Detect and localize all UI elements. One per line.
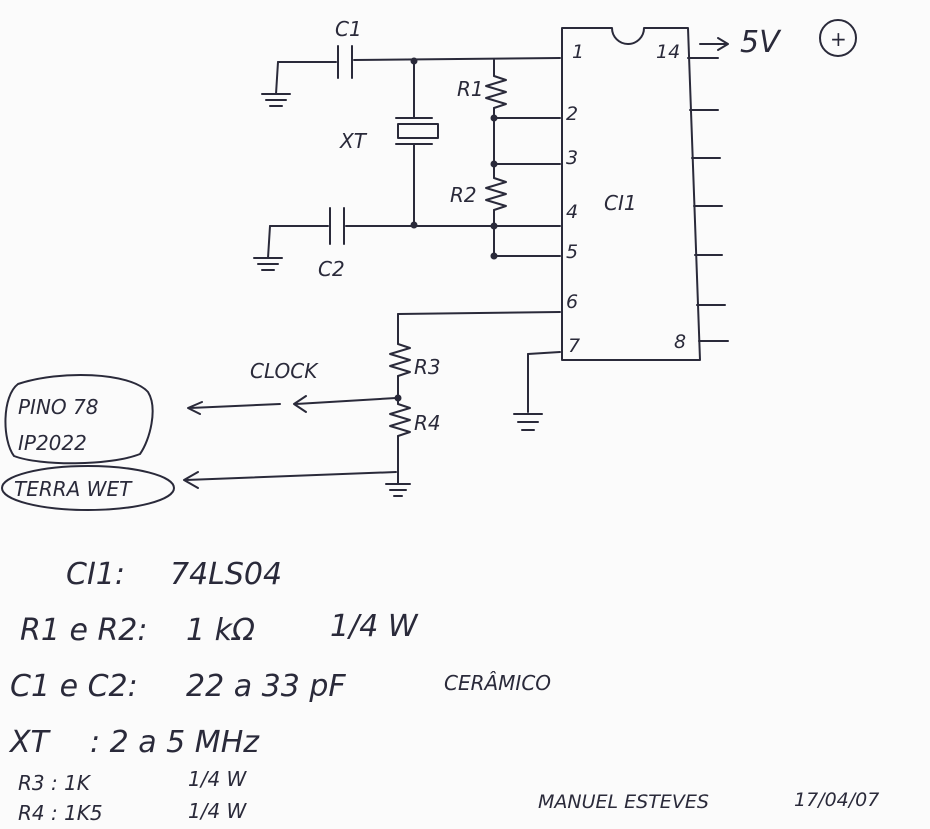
parts-c1c2-note: CERÂMICO	[444, 671, 551, 695]
terra-label: TERRA WET	[14, 477, 133, 501]
parts-r1r2-label: R1 e R2:	[20, 613, 148, 648]
r2-label: R2	[450, 183, 477, 207]
clock-arrow	[187, 401, 281, 415]
junction-dot	[490, 160, 498, 168]
plus-circle-icon	[819, 19, 857, 57]
pin-2-label: 2	[566, 103, 578, 125]
r1-label: R1	[457, 77, 484, 101]
junction-dot	[490, 114, 498, 122]
ground-icon	[385, 473, 411, 497]
c1-capacitor	[275, 45, 561, 95]
pino-connector-outline	[4, 373, 154, 465]
pin-7-label: 7	[568, 335, 580, 357]
pin-4-label: 4	[566, 201, 578, 223]
r1-resistor	[485, 59, 561, 165]
terra-connector-outline	[1, 465, 175, 511]
r3-label: R3	[414, 355, 441, 379]
r2-resistor	[485, 163, 561, 257]
junction-dot	[410, 221, 418, 229]
pin-5-label: 5	[566, 241, 578, 263]
ip2022-label: IP2022	[18, 431, 87, 455]
crystal-xt	[395, 59, 439, 226]
r4-label: R4	[414, 411, 441, 435]
ic-body	[561, 27, 701, 361]
parts-r4-value: 1/4 W	[188, 799, 248, 823]
parts-r1r2-value: 1 kΩ	[186, 613, 255, 648]
r3-resistor	[389, 311, 561, 397]
plus-symbol: +	[830, 27, 847, 51]
ic-label: CI1	[604, 191, 637, 215]
parts-r1r2-note: 1/4 W	[330, 609, 419, 644]
pin-1-label: 1	[572, 41, 584, 63]
parts-c1c2-value: 22 a 33 pF	[186, 669, 346, 704]
author-signature: MANUEL ESTEVES	[538, 791, 709, 813]
pin-8-label: 8	[674, 331, 686, 353]
ic-right-pins	[687, 57, 729, 342]
c2-capacitor	[267, 207, 561, 259]
supply-voltage: 5V	[740, 25, 782, 60]
r4-resistor	[389, 395, 411, 475]
parts-xt-value: : 2 a 5 MHz	[90, 725, 260, 760]
parts-c1c2-label: C1 e C2:	[10, 669, 138, 704]
junction-dot	[394, 394, 402, 402]
signature-date: 17/04/07	[794, 789, 879, 811]
parts-r3-label: R3 : 1K	[18, 771, 92, 795]
terra-arrow	[183, 471, 397, 489]
c2-label: C2	[318, 257, 345, 281]
clock-arrow	[293, 395, 397, 413]
pin-14-label: 14	[656, 41, 680, 63]
parts-ic-value: 74LS04	[170, 557, 282, 592]
pino-label: PINO 78	[18, 395, 98, 419]
parts-r3-value: 1/4 W	[188, 767, 248, 791]
pin-6-label: 6	[566, 291, 578, 313]
junction-dot	[490, 222, 498, 230]
pin-3-label: 3	[566, 147, 578, 169]
c1-label: C1	[335, 17, 362, 41]
ground-icon	[253, 257, 283, 271]
pin7-ground	[513, 351, 561, 431]
xt-label: XT	[339, 129, 368, 153]
parts-ic-label: CI1:	[66, 557, 125, 592]
parts-xt-label: XT	[8, 725, 52, 760]
junction-dot	[410, 57, 418, 65]
parts-r4-label: R4 : 1K5	[18, 801, 103, 825]
clock-label: CLOCK	[250, 359, 319, 383]
supply-arrow	[699, 37, 729, 51]
junction-dot	[490, 252, 498, 260]
ground-icon	[261, 93, 291, 107]
